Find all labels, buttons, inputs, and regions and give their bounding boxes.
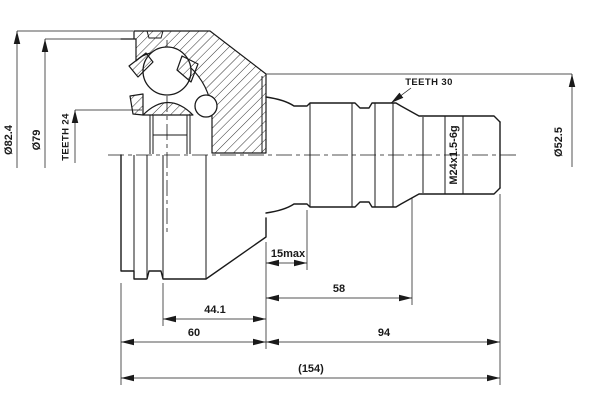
dimension-body-inner-length: 44.1 bbox=[163, 304, 266, 323]
dimension-groove-diameter: Ø79 bbox=[31, 38, 130, 168]
housing-wall-section bbox=[120, 30, 267, 154]
dim-label-body-inner-length: 44.1 bbox=[204, 304, 225, 316]
dim-label-back-diameter: Ø52.5 bbox=[553, 127, 565, 157]
shaft-feature-lines bbox=[309, 103, 464, 207]
cage-section-left bbox=[128, 52, 154, 78]
dim-label-body-length: 60 bbox=[188, 327, 200, 339]
dimension-shaft-length: 94 bbox=[266, 327, 500, 346]
dim-label-inner-spline: TEETH 24 bbox=[61, 113, 72, 161]
dimension-shaft-spline: TEETH 30 bbox=[390, 77, 453, 104]
dim-label-flange-length: 15max bbox=[271, 248, 306, 260]
dim-label-shaft-length: 94 bbox=[378, 327, 391, 339]
ball-track-bump bbox=[194, 94, 218, 118]
dim-label-spline-section-length: 58 bbox=[333, 283, 345, 295]
spline-bore-lines bbox=[149, 115, 191, 154]
dim-label-groove-diameter: Ø79 bbox=[31, 130, 43, 151]
extension-lines bbox=[120, 194, 501, 385]
boot-groove-top bbox=[146, 30, 164, 39]
housing-external bbox=[120, 154, 267, 280]
dimension-spline-section-length: 58 bbox=[266, 283, 412, 302]
dimension-body-length: 60 bbox=[121, 327, 266, 346]
dimension-flange-length: 15max bbox=[266, 248, 307, 267]
race-lip-section bbox=[129, 93, 144, 116]
dim-label-shaft-spline: TEETH 30 bbox=[405, 77, 453, 88]
shaft-bottom-profile bbox=[265, 187, 501, 214]
shaft-top-profile bbox=[265, 96, 501, 123]
dimension-outer-diameter: Ø82.4 bbox=[3, 30, 133, 168]
dimension-back-diameter: Ø52.5 bbox=[266, 73, 576, 167]
inner-race-section bbox=[142, 101, 194, 116]
dimension-total-length: (154) bbox=[121, 363, 500, 382]
dim-label-thread-spec: M24x1.5-6g bbox=[448, 125, 460, 184]
housing-bottom-profile bbox=[120, 154, 267, 280]
dim-label-outer-diameter: Ø82.4 bbox=[3, 124, 15, 155]
cage-section-right bbox=[176, 55, 199, 83]
dim-label-total-length: (154) bbox=[298, 363, 324, 375]
stub-shaft bbox=[265, 96, 501, 214]
housing-section bbox=[120, 30, 267, 154]
dimension-inner-spline: TEETH 24 bbox=[61, 109, 142, 163]
